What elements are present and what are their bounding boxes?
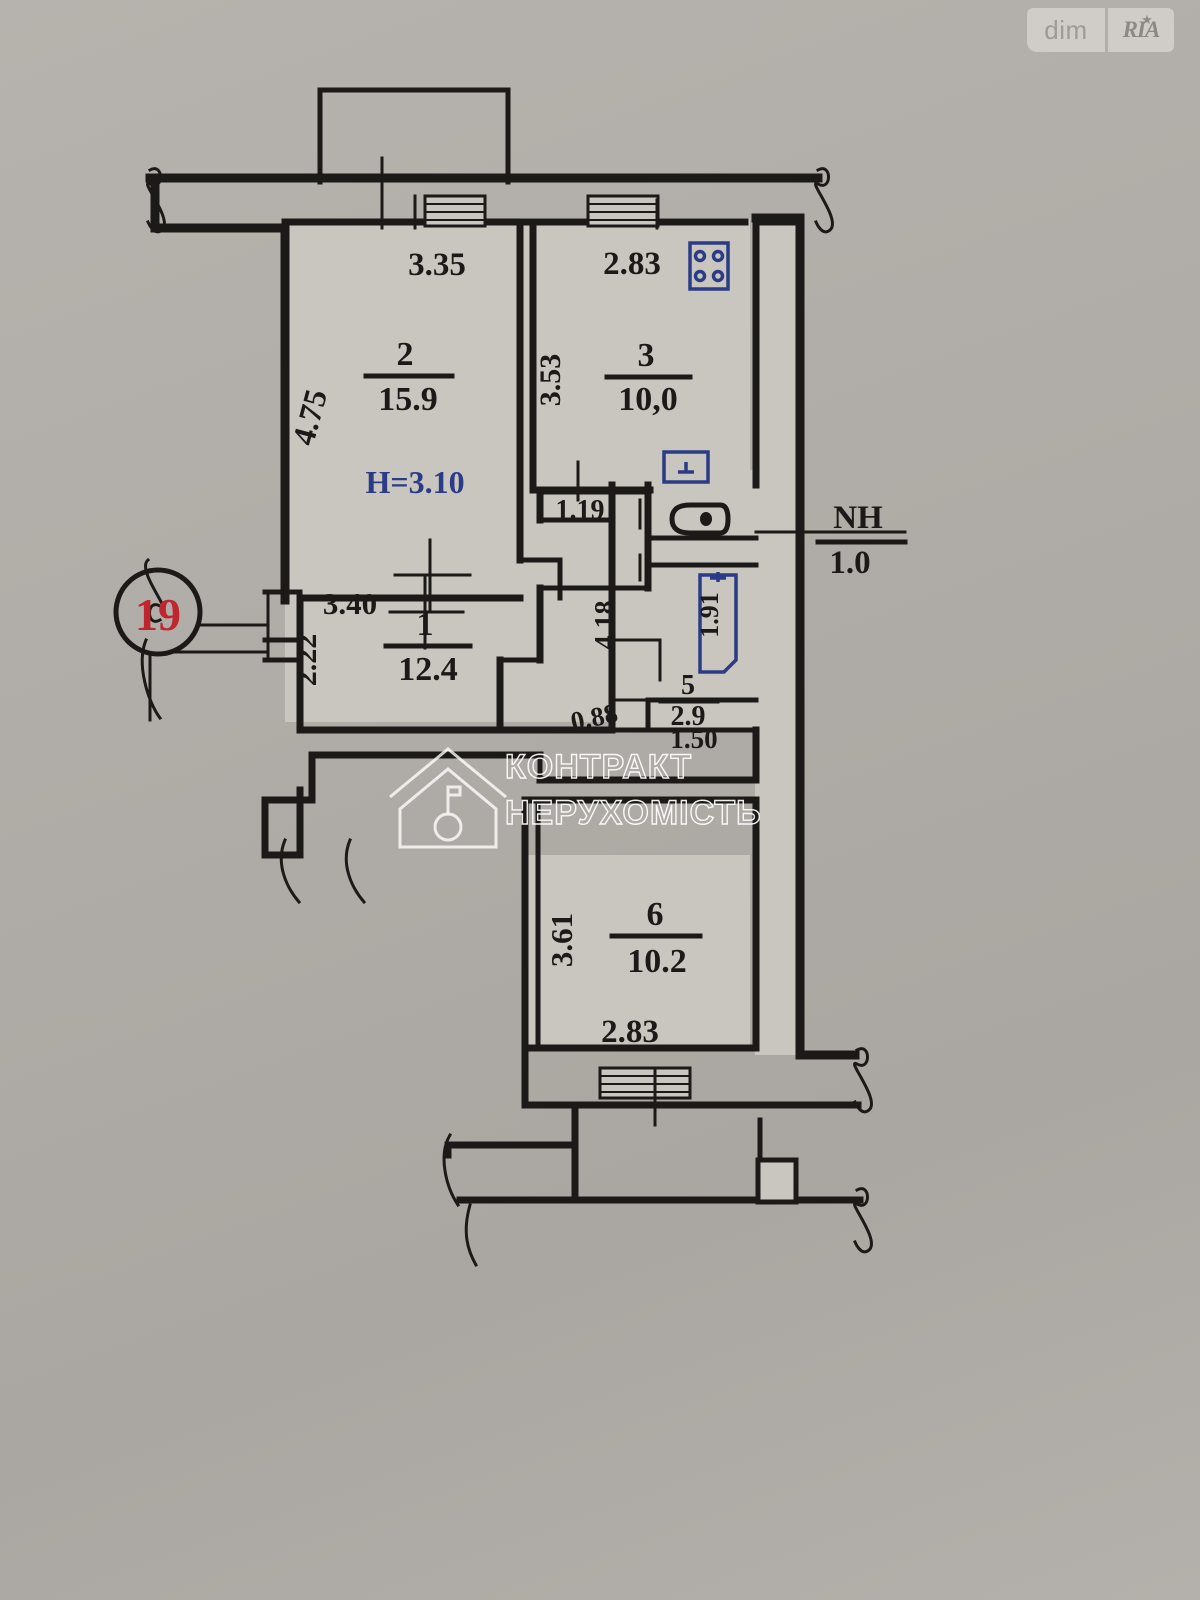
window-top-left — [423, 194, 487, 228]
room-6-area: 10.2 — [627, 943, 687, 980]
dim-2-22: 2.22 — [290, 634, 323, 687]
room-fills — [285, 215, 800, 1055]
room-1-area: 12.4 — [398, 651, 458, 688]
dim-2-83-bottom: 2.83 — [601, 1014, 659, 1050]
room-2-walls — [281, 224, 563, 604]
toilet-icon — [669, 502, 731, 536]
room-1-walls — [262, 538, 544, 734]
ceiling-height-note: H=3.10 — [365, 464, 464, 500]
dim-3-53: 3.53 — [534, 354, 567, 407]
source-watermark-chip: dim ★ RIA — [1027, 8, 1174, 52]
top-balcony — [317, 87, 511, 185]
dim-3-61: 3.61 — [544, 913, 579, 967]
dim-1-91: 1.91 — [695, 592, 724, 638]
room-1-label: 1 12.4 — [383, 606, 473, 688]
dim-2-83-top: 2.83 — [603, 246, 661, 282]
room-2-number: 2 — [397, 336, 414, 373]
room-5-number: 5 — [681, 670, 695, 701]
dim-3-35: 3.35 — [408, 247, 466, 283]
chip-ria-segment: ★ RIA — [1108, 8, 1174, 52]
chip-ria-label: RIA — [1122, 17, 1161, 42]
bottom-exterior — [444, 1051, 864, 1205]
marker-leader-lines — [148, 623, 270, 722]
bathtub-icon — [698, 572, 738, 674]
room-3-label: 3 10,0 — [604, 337, 693, 418]
dim-1-50: 1.50 — [670, 724, 717, 754]
room-6-number: 6 — [647, 896, 664, 933]
room-5-label: 5 2.9 1.50 — [658, 670, 720, 754]
room-1-number: 1 — [417, 606, 434, 643]
nh-value: 1.0 — [829, 545, 870, 581]
chip-dim-segment: dim — [1027, 8, 1105, 52]
top-inner-wall — [281, 156, 804, 230]
room-3-area: 10,0 — [618, 381, 678, 418]
dim-3-40: 3.40 — [323, 586, 377, 621]
window-top-right — [586, 194, 660, 228]
room-6-label: 6 10.2 — [609, 896, 703, 980]
apartment-marker[interactable]: 19 — [113, 567, 203, 657]
apartment-number: 19 — [135, 589, 181, 640]
room-3-number: 3 — [638, 337, 655, 374]
kitchen-stove-icon — [688, 241, 730, 291]
dim-1-19: 1.19 — [556, 495, 605, 526]
nh-label: NH — [833, 500, 883, 536]
room-2-label: 2 15.9 — [363, 336, 455, 418]
wall-break-marks — [140, 167, 873, 1268]
nh-leader — [754, 530, 908, 545]
room-6-walls — [521, 796, 760, 1127]
dim-4-18: 4.18 — [590, 601, 621, 650]
sink-icon — [662, 450, 710, 484]
nh-note: NH 1.0 — [829, 500, 883, 581]
hallway-walls — [496, 460, 759, 734]
room-5-area: 2.9 — [671, 701, 706, 732]
room-2-area: 15.9 — [378, 381, 438, 418]
star-icon: ★ — [1141, 12, 1153, 27]
window-bottom — [598, 1066, 692, 1100]
chip-dim-label: dim — [1044, 14, 1088, 45]
